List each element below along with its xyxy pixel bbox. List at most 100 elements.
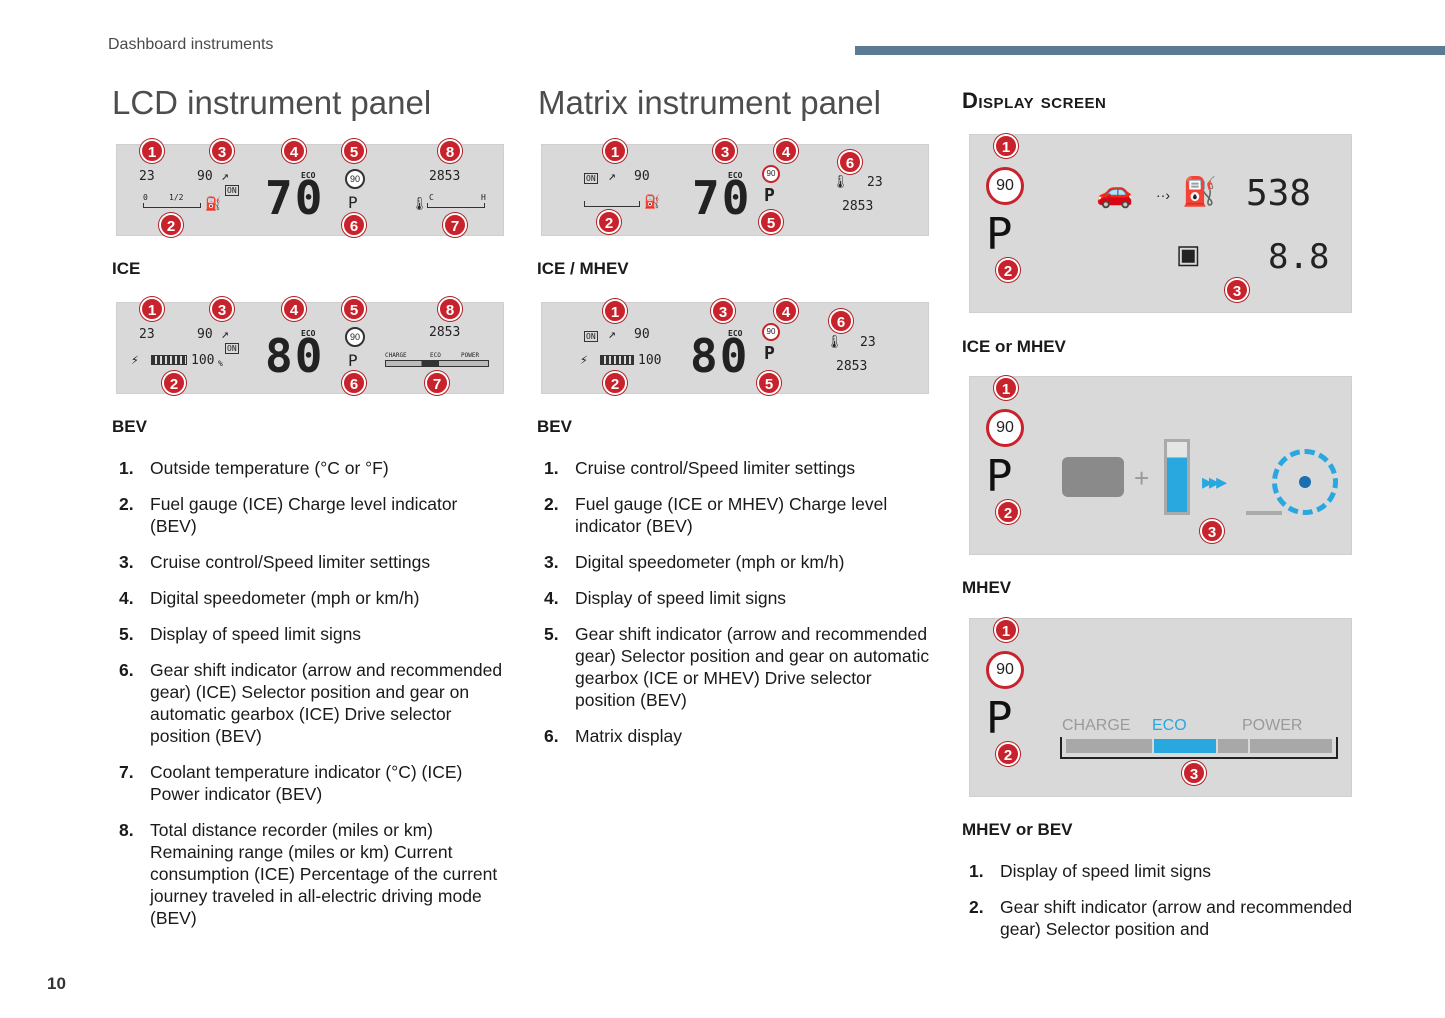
matrix-cruise-readout: 90: [634, 327, 650, 342]
charge-segment: [1066, 739, 1152, 753]
list-item: 3.Digital speedometer (mph or km/h): [544, 552, 845, 572]
callout-marker: 5: [342, 139, 366, 163]
callout-marker: 1: [994, 376, 1018, 400]
wheel-icon: [1272, 449, 1338, 515]
coolant-gauge-bar: [427, 203, 485, 208]
digital-speed: 80: [265, 329, 325, 383]
callout-marker: 6: [342, 371, 366, 395]
car-icon: 🚗: [1096, 176, 1134, 209]
list-item: 6.Matrix display: [544, 726, 682, 746]
cruise-on-indicator: ON: [584, 331, 598, 342]
eco-indicator: ECO: [728, 171, 743, 180]
odometer-readout: 2853: [842, 199, 874, 214]
engine-icon: [1062, 457, 1124, 497]
callout-marker: 1: [603, 139, 627, 163]
cruise-icon: ↗: [221, 327, 229, 342]
cruise-icon: ↗: [221, 169, 229, 184]
odometer-readout: 2853: [836, 359, 868, 374]
fuel-gauge-bar: [143, 203, 201, 208]
odometer-readout: 2853: [429, 169, 461, 184]
battery-plug-icon: ⚡: [580, 353, 588, 368]
charge-level-bar: [151, 355, 187, 365]
callout-marker: 5: [342, 297, 366, 321]
battery-plug-icon: ⚡: [131, 353, 139, 368]
matrix-ice-label: ICE / MHEV: [537, 259, 629, 278]
gear-indicator: P: [986, 451, 1013, 502]
digital-speed: 70: [265, 171, 325, 225]
jerrycan-icon: ▣: [1176, 239, 1201, 269]
matrix-bev-panel: ON ↗ 90 ⚡ 100 ECO 80 90 P 🌡 23 2853: [541, 302, 929, 394]
speed-limit-sign: 90: [762, 323, 780, 341]
cruise-icon: ↗: [608, 169, 616, 184]
list-item: 4.Digital speedometer (mph or km/h): [119, 588, 420, 608]
power-indicator-bar: [385, 360, 489, 367]
coolant-icon: 🌡: [411, 197, 428, 212]
lcd-temp-readout: 23: [139, 327, 155, 342]
coolant-c-label: C: [429, 193, 434, 202]
speed-limit-sign: 90: [762, 165, 780, 183]
callout-marker: 4: [774, 299, 798, 323]
odometer-readout: 2853: [429, 325, 461, 340]
cruise-on-indicator: ON: [584, 173, 598, 184]
digital-speed: 80: [690, 329, 750, 383]
callout-marker: 5: [757, 371, 781, 395]
screen-legend-list: 1.Display of speed limit signs 2.Gear sh…: [963, 860, 1353, 954]
remaining-range: 538: [1246, 173, 1312, 214]
fuel-pump-icon: ⛽: [1182, 176, 1217, 207]
callout-marker: 4: [282, 297, 306, 321]
charge-percentage: 100: [191, 353, 215, 368]
lcd-ice-label: ICE: [112, 259, 141, 278]
cruise-on-indicator: ON: [225, 343, 239, 354]
screen-mhevbev-panel: 90 P CHARGE ECO POWER: [969, 618, 1352, 797]
screen-mhev-label: MHEV: [962, 578, 1012, 597]
fuel-pump-icon: ⛽: [205, 197, 222, 212]
screen-ice-panel: 90 P 🚗 ··› ⛽ 538 ▣ 8.8: [969, 134, 1352, 313]
cruise-on-indicator: ON: [225, 185, 239, 196]
callout-marker: 3: [1182, 761, 1206, 785]
power-charge-label: CHARGE: [385, 352, 407, 359]
list-item: 2.Fuel gauge (ICE or MHEV) Charge level …: [544, 494, 888, 536]
callout-marker: 3: [713, 139, 737, 163]
callout-marker: 3: [1200, 519, 1224, 543]
callout-marker: 2: [159, 213, 183, 237]
charge-label: CHARGE: [1062, 717, 1131, 734]
thermometer-icon: 🌡: [832, 175, 849, 190]
list-item: 7.Coolant temperature indicator (°C) (IC…: [119, 762, 463, 804]
lcd-panel-title: LCD instrument panel: [112, 84, 432, 121]
power-flow-gauge: [1060, 737, 1338, 759]
lcd-legend-list: 1.Outside temperature (°C or °F) 2.Fuel …: [113, 457, 503, 943]
callout-marker: 2: [996, 742, 1020, 766]
fuel-gauge-bar: [584, 201, 640, 207]
gear-indicator: P: [348, 351, 358, 370]
eco-indicator: ECO: [728, 329, 743, 338]
fuel-pump-icon: ⛽: [644, 195, 661, 210]
gear-indicator: P: [348, 193, 358, 212]
callout-marker: 2: [603, 371, 627, 395]
eco-indicator: ECO: [301, 171, 316, 180]
callout-marker: 7: [425, 371, 449, 395]
gear-indicator: P: [986, 209, 1013, 260]
matrix-temp-readout: 23: [860, 335, 876, 350]
callout-marker: 8: [438, 139, 462, 163]
display-screen-title: Display screen: [962, 88, 1107, 113]
list-item: 5.Gear shift indicator (arrow and recomm…: [544, 624, 930, 710]
matrix-temp-readout: 23: [867, 175, 883, 190]
matrix-legend-list: 1.Cruise control/Speed limiter settings …: [538, 457, 930, 761]
matrix-bev-label: BEV: [537, 417, 572, 436]
eco-segment-remaining: [1218, 739, 1248, 753]
fuel-scale-zero: 0: [143, 193, 148, 202]
thermometer-icon: 🌡: [826, 335, 843, 350]
callout-marker: 3: [210, 297, 234, 321]
road-line: [1246, 511, 1282, 515]
digital-speed: 70: [692, 171, 752, 225]
callout-marker: 3: [1225, 278, 1249, 302]
callout-marker: 1: [994, 618, 1018, 642]
current-consumption: 8.8: [1268, 237, 1330, 277]
speed-limit-sign: 90: [986, 167, 1024, 205]
gear-indicator: P: [764, 343, 775, 364]
flow-arrows-icon: ▸▸▸: [1202, 469, 1227, 494]
page-number: 10: [47, 974, 66, 993]
speed-limit-sign: 90: [345, 327, 365, 347]
power-label: POWER: [1242, 717, 1303, 734]
list-item: 4.Display of speed limit signs: [544, 588, 787, 608]
